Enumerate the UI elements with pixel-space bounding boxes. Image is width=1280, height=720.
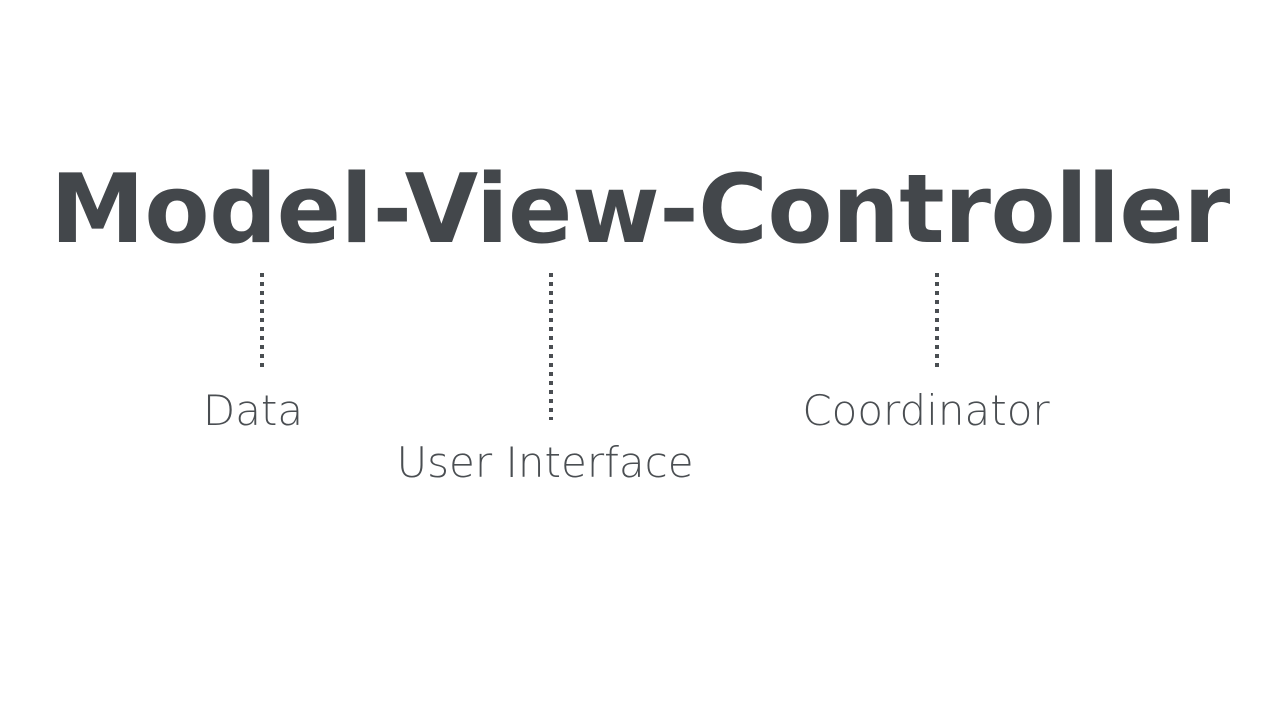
connector-model [260,273,264,367]
connector-view [549,273,553,420]
label-view-user-interface: User Interface [396,438,694,487]
label-controller-coordinator: Coordinator [802,386,1050,435]
connector-controller [935,273,939,368]
page-title: Model-View-Controller [50,155,1230,265]
label-model-data: Data [202,386,304,435]
